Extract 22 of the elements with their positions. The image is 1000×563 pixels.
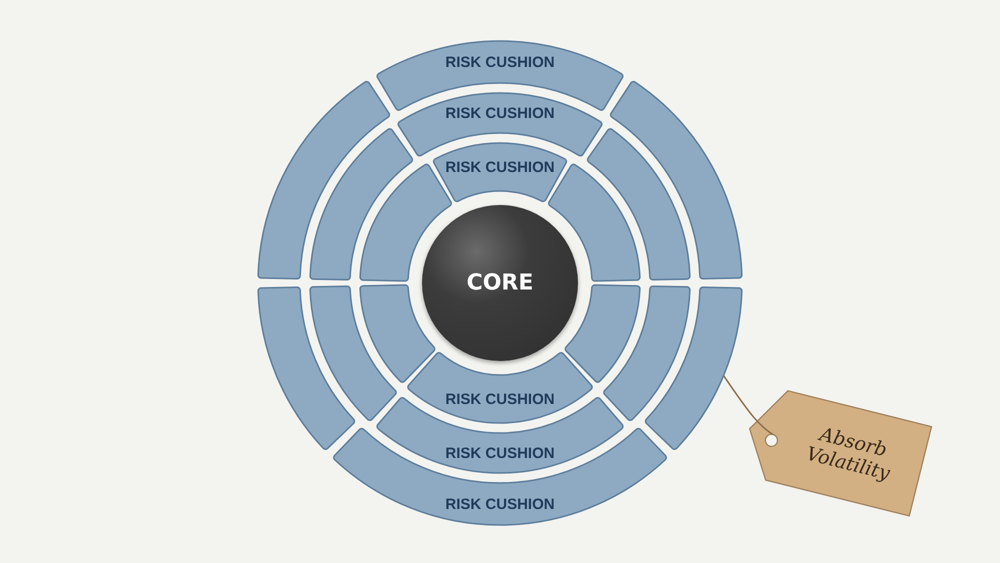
segment-label: RISK CUSHION <box>445 496 555 512</box>
segment-label: RISK CUSHION <box>445 444 555 462</box>
tag-string <box>722 375 774 436</box>
ring-segment <box>407 352 593 424</box>
ring-segment <box>257 80 390 280</box>
ring-segment <box>309 128 414 281</box>
ring-segment <box>333 428 667 526</box>
ring-segment <box>257 286 356 450</box>
segment-label: RISK CUSHION <box>445 54 555 70</box>
ring-segment <box>398 92 602 157</box>
core-label: CORE <box>466 270 534 296</box>
ring-segment <box>644 286 743 450</box>
ring-segment <box>603 285 691 421</box>
ring-segment <box>586 128 691 281</box>
segment-label: RISK CUSHION <box>445 390 555 408</box>
ring-segment <box>309 285 397 421</box>
ring-segment <box>564 284 641 383</box>
segment-label: RISK CUSHION <box>445 158 555 176</box>
ring-segment <box>610 80 743 280</box>
ring-segment <box>359 284 436 383</box>
core-circle <box>422 205 578 361</box>
segment-label: RISK CUSHION <box>445 104 555 122</box>
